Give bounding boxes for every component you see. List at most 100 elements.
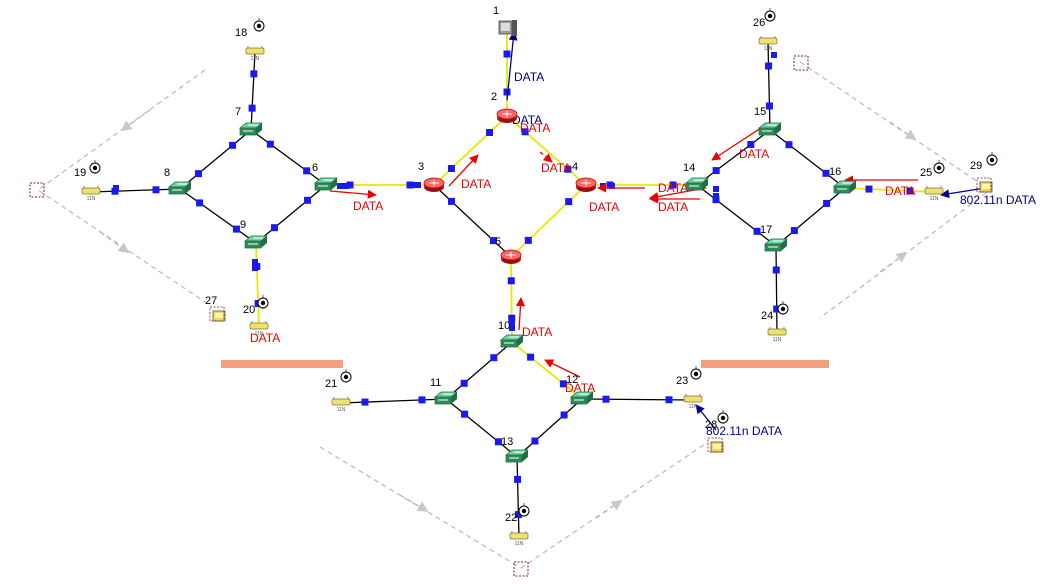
link-11-21 [340,398,447,404]
flow-label-f7: DATA [589,200,619,214]
switch-node-15[interactable] [758,122,782,136]
mobility-waypoints [29,55,809,577]
port-7-8-start [229,141,237,149]
switch-node-8[interactable] [168,181,192,195]
barrier-right [701,360,829,368]
port-16-17-end [790,227,798,235]
router-node-5[interactable] [500,249,522,264]
node-label-22: 22 [505,512,517,524]
station-node-29[interactable] [976,177,993,193]
router-node-3[interactable] [423,177,445,192]
node-label-15: 15 [754,106,766,118]
port-8-9-start [196,199,204,207]
switch-node-10[interactable] [500,334,524,348]
link-3-5 [433,184,512,258]
port-6-9-end [270,224,278,232]
flow-label-f10: DATA [739,147,769,161]
ap-model-text-25: 11N [930,196,939,202]
port-5-10-end [508,314,516,322]
flow-arrow-f13 [544,359,581,378]
port-6-7-start [303,167,311,175]
port-4-5-start [565,198,573,206]
flow-arrow-f1 [506,31,518,101]
mobility-arrow-bottom-1 [399,494,429,512]
port-15-16-end [822,169,830,177]
switch-node-16[interactable] [833,180,857,194]
flow-label-f9: DATA [658,200,688,214]
switch-node-17[interactable] [764,238,788,252]
ap-node-25[interactable]: 11N [924,186,944,202]
link-13-22 [516,456,520,538]
ap-node-23[interactable]: 11N [683,394,703,410]
switch-node-13[interactable] [505,449,529,463]
switch-node-14[interactable] [685,177,709,191]
port-extra-1 [343,183,349,189]
link-12-13 [516,398,583,458]
link-11-13 [445,398,518,458]
link-4-5 [510,184,587,258]
port-12-13-end [531,437,539,445]
port-extra-2 [409,182,415,188]
port-12-23-end [665,396,673,404]
switch-node-11[interactable] [434,391,458,405]
port-extra-8 [252,259,258,265]
port-extra-5 [609,183,615,189]
waypoint-top-right [793,55,809,71]
port-8-19-start [152,186,160,194]
antenna-icon-23 [690,366,702,380]
node-label-8: 8 [164,167,170,179]
antenna-icon-25 [933,160,945,174]
port-15-26-start [765,102,773,110]
station-node-28[interactable] [707,437,724,453]
port-13-22-end [514,511,522,519]
ap-node-20[interactable]: 11N [249,321,269,337]
node-label-28: 28 [705,419,717,431]
link-6-9 [255,184,327,244]
ap-node-22[interactable]: 11N [509,531,529,547]
link-9-20 [255,242,260,328]
link-15-26 [767,41,771,131]
antenna-icon-18 [253,18,265,32]
router-node-2[interactable] [496,108,518,123]
link-8-9 [179,188,257,244]
port-7-8-end [194,170,202,178]
link-17-24 [775,245,778,334]
ap-model-text-18: 11N [251,56,260,62]
ap-node-19[interactable]: 11N [81,186,101,202]
mobility-arrow-bottom-2 [595,499,623,519]
node-label-2: 2 [491,91,497,103]
station-node-27[interactable] [209,306,226,322]
ap-node-18[interactable]: 11N [245,46,265,62]
port-14-15-end [747,140,755,148]
barrier-left [221,360,343,368]
server-node-1[interactable] [498,20,517,36]
port-extra-0 [337,183,343,189]
switch-node-6[interactable] [314,177,338,191]
ap-node-24[interactable]: 11N [767,327,787,343]
port-6-9-start [304,196,312,204]
port-extra-9 [252,265,258,271]
port-10-11-start [490,354,498,362]
node-label-9: 9 [240,219,246,231]
router-node-4[interactable] [575,177,597,192]
flow-arrow-f16 [940,187,986,199]
node-label-12: 12 [566,374,578,386]
link-10-12 [511,341,583,400]
switch-node-7[interactable] [239,122,263,136]
port-1-2-end [503,88,511,96]
ap-node-26[interactable]: 11N [758,36,778,52]
mobility-arrow-left-2 [99,231,130,254]
port-extra-3 [415,182,421,188]
flow-arrow-f17 [695,404,717,431]
port-6-7-end [266,140,274,148]
port-12-13-start [560,411,568,419]
ports [111,50,914,519]
switch-node-12[interactable] [570,391,594,405]
ap-model-text-23: 11N [689,404,698,410]
port-8-9-end [232,225,240,233]
port-10-12-start [527,353,535,361]
switch-node-9[interactable] [244,235,268,249]
flow-label-f2: DATA [512,113,542,127]
ap-node-21[interactable]: 11N [331,397,351,413]
ap-model-text-26: 11N [764,46,773,52]
